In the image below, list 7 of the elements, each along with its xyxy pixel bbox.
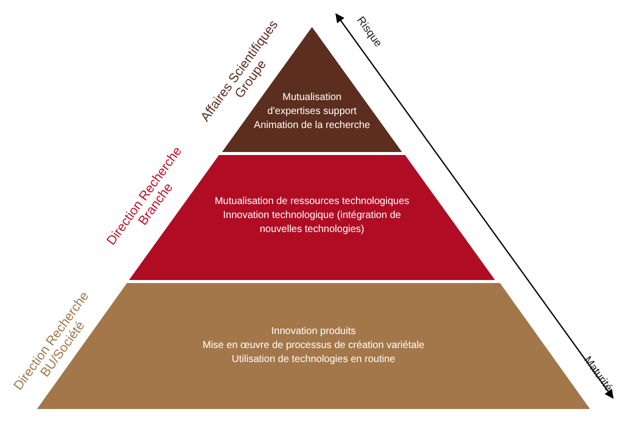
tier-text: Mutualisation d'expertises support — [266, 91, 358, 119]
tier-text: Animation de la recherche — [252, 119, 372, 133]
tier-text: Innovation technologique (intégration de nouvelles technologies) — [222, 209, 402, 237]
tier-text: Mutualisation de ressources technologiques — [214, 195, 410, 209]
tier-text: Utilisation de technologies en routine — [230, 353, 396, 367]
tier-text: Mise en œuvre de processus de création variétale — [202, 339, 426, 353]
tier-text: Innovation produits — [270, 325, 357, 339]
